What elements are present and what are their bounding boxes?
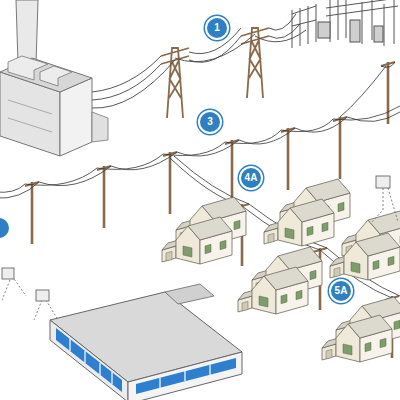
distribution-line-part <box>225 140 239 202</box>
transformers-part <box>2 188 398 320</box>
houses-part <box>162 217 232 264</box>
commercial-building-part <box>50 320 128 400</box>
commercial-building-part <box>70 339 210 388</box>
transformers-part <box>36 290 49 301</box>
transformers-part <box>2 268 14 279</box>
power-plant-part <box>8 100 52 114</box>
callout-text: 4A <box>245 173 258 183</box>
transmission-line <box>92 14 306 118</box>
power-plant-part <box>92 112 108 142</box>
distribution-line-part <box>0 217 10 239</box>
callout-number: 5A <box>329 279 353 303</box>
substation-part <box>326 0 398 16</box>
distribution-line-part <box>381 62 395 124</box>
houses-part <box>238 267 308 314</box>
commercial-building-part <box>165 284 214 304</box>
substation-part <box>350 20 360 42</box>
transmission-line-part <box>161 48 189 118</box>
houses-part <box>264 199 334 246</box>
houses-part <box>322 315 392 362</box>
transmission-line-part <box>92 14 306 108</box>
callout-text: 3 <box>207 117 213 127</box>
commercial-building-part <box>136 358 236 394</box>
power-plant-part <box>16 0 38 64</box>
power-plant-part <box>40 66 72 86</box>
substation-part <box>374 26 383 42</box>
callout-text: 1 <box>214 23 220 33</box>
commercial-building <box>50 284 242 400</box>
callout-number: 4A <box>239 166 263 190</box>
distribution-line-part <box>281 128 295 190</box>
distribution-line-part <box>0 62 400 198</box>
distribution-line <box>0 62 400 358</box>
houses-part <box>330 233 400 280</box>
power-plant <box>0 0 108 156</box>
distribution-line-part <box>163 152 177 214</box>
substation-part <box>330 0 394 46</box>
distribution-line-part <box>97 166 111 228</box>
substation-part <box>292 4 316 48</box>
power-plant-part <box>8 118 52 132</box>
substation <box>292 0 398 48</box>
callout-text: 5A <box>335 286 348 296</box>
callout-number: 3 <box>198 110 222 134</box>
callout-number: 1 <box>205 16 229 40</box>
substation-part <box>318 22 330 38</box>
transmission-line-part <box>241 28 269 98</box>
transformers <box>2 176 398 320</box>
transformers-part <box>376 176 390 188</box>
